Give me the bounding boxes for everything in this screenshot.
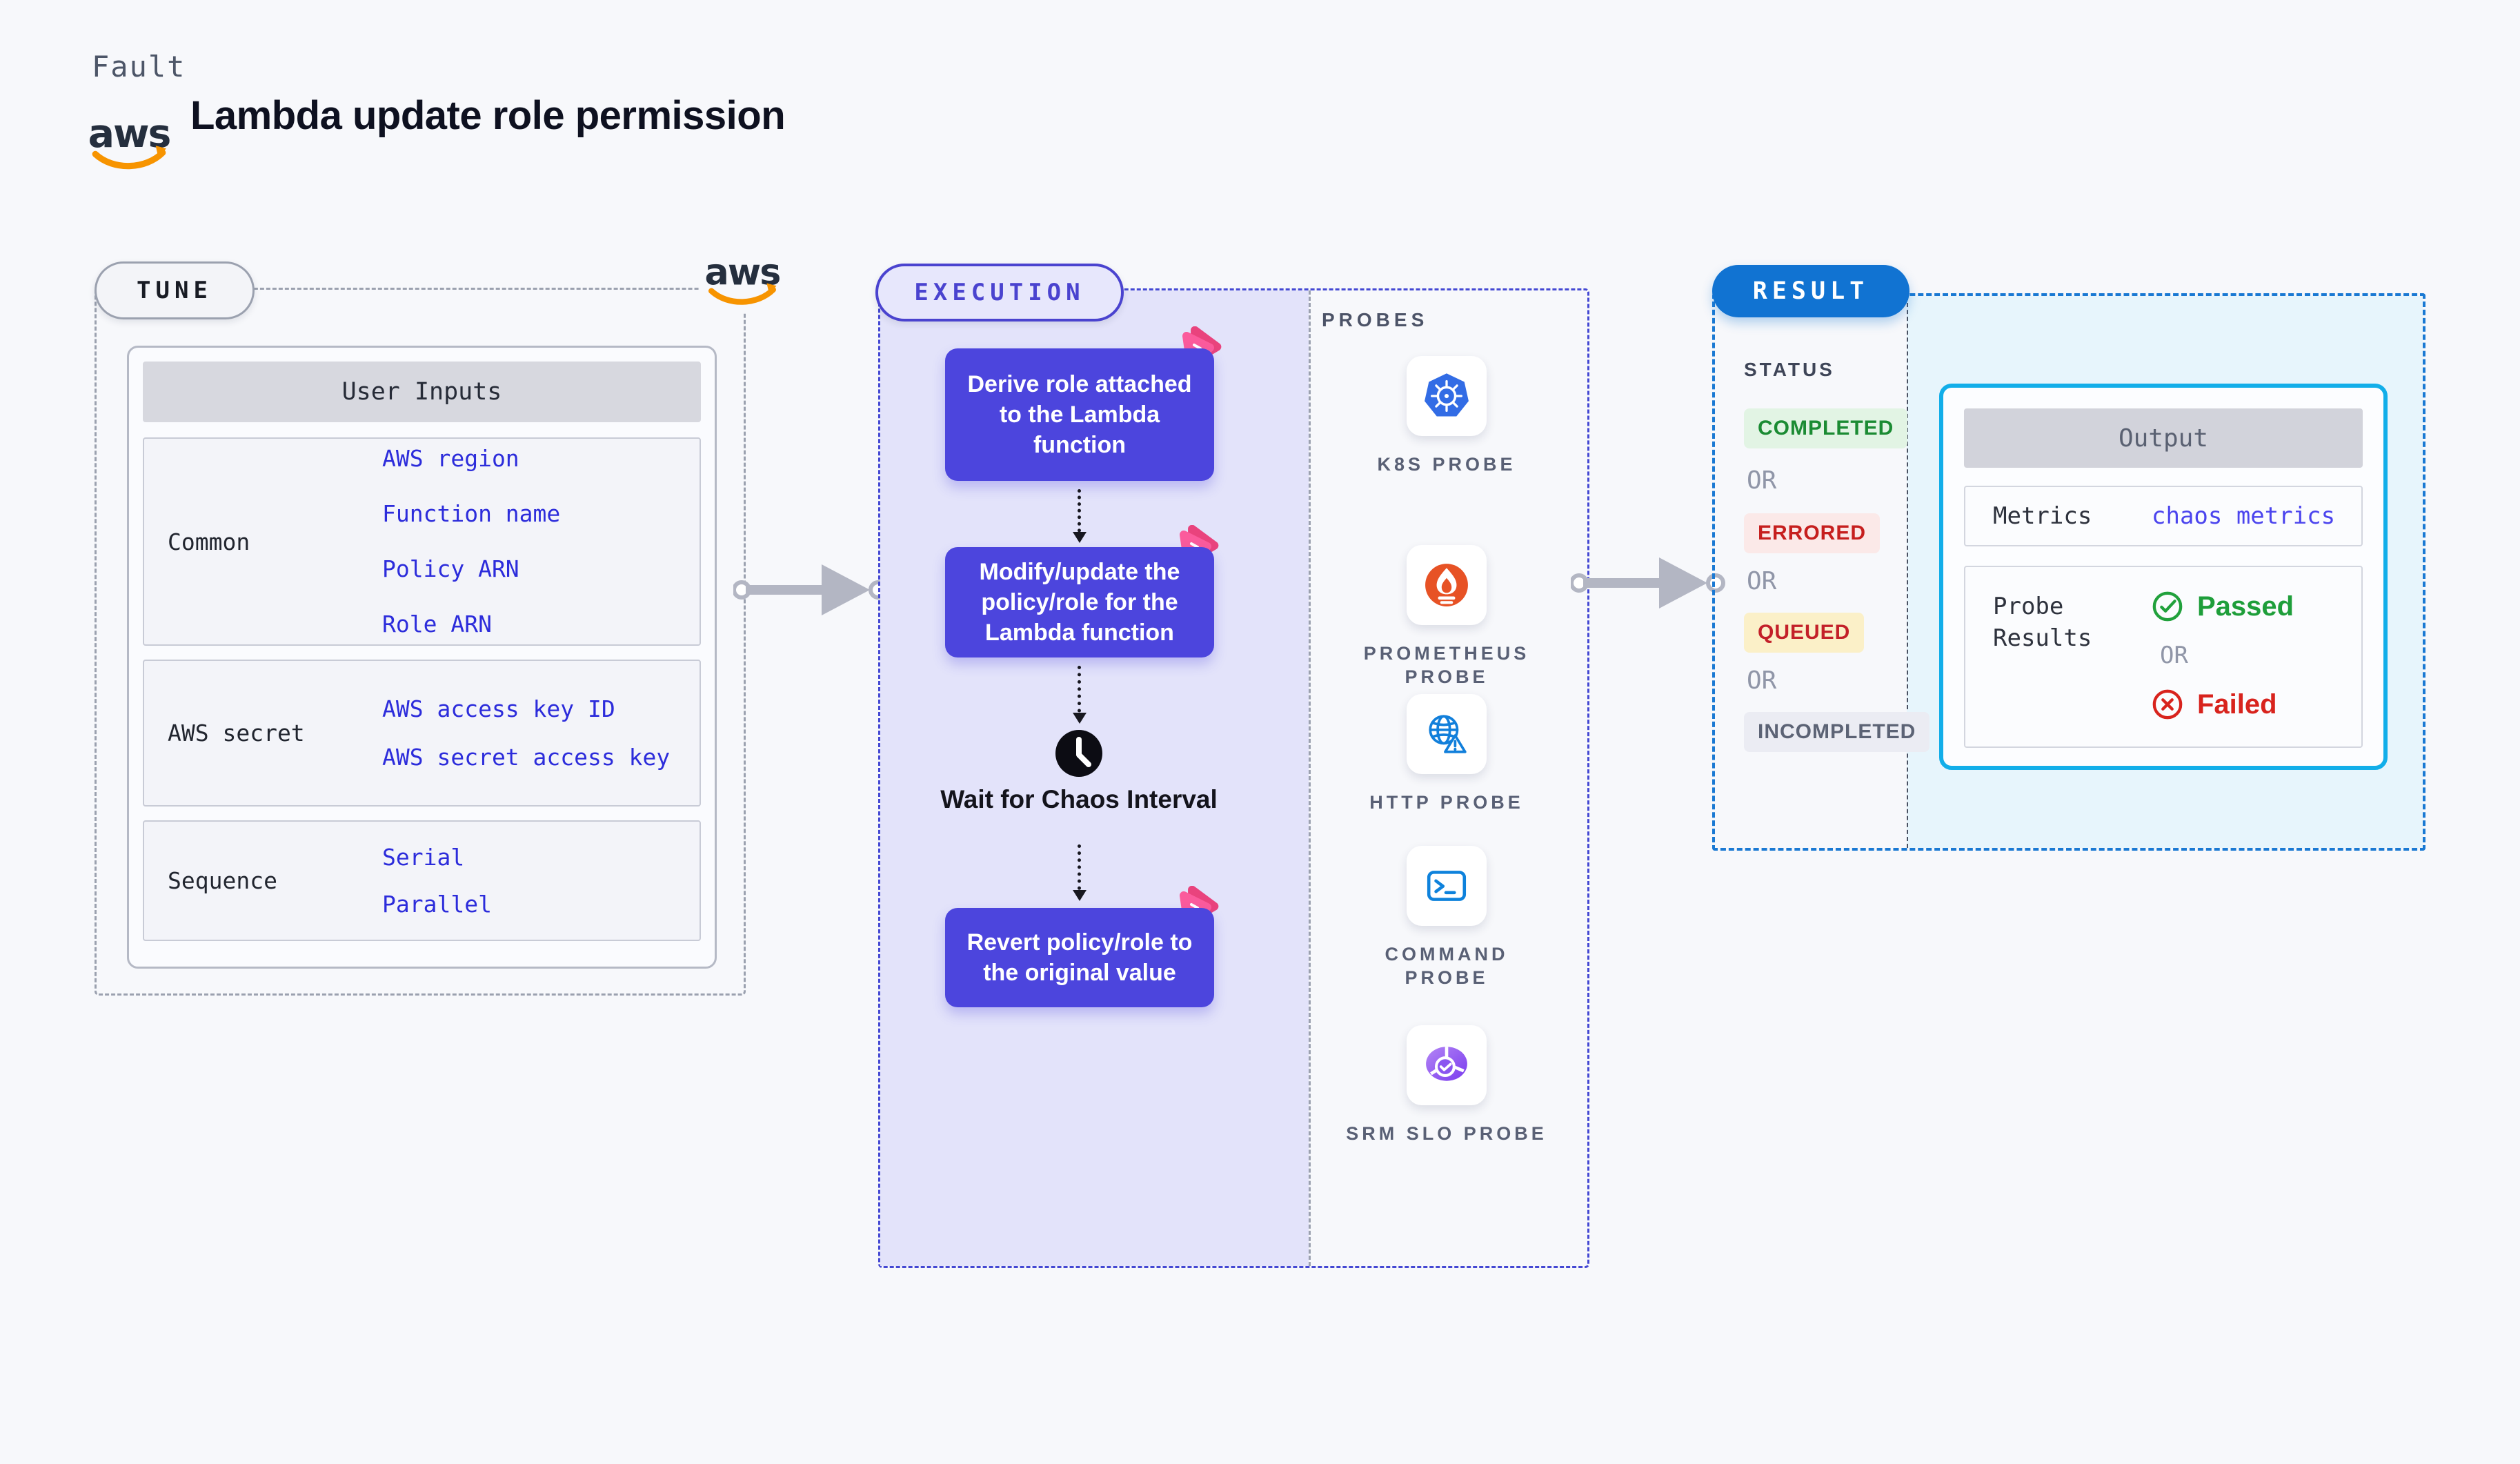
globe-warning-icon — [1429, 715, 1467, 753]
input-link-serial[interactable]: Serial — [382, 843, 465, 871]
passed-label: Passed — [2197, 591, 2294, 622]
or-label: OR — [1747, 666, 1777, 695]
probe-results-values: Passed OR Failed — [2152, 591, 2294, 746]
row-links: AWS access key ID AWS secret access key — [382, 661, 679, 805]
aws-logo-small: aws — [700, 244, 785, 312]
execution-pill: EXECUTION — [875, 264, 1124, 322]
row-links: Serial Parallel — [382, 822, 679, 940]
output-header: Output — [1964, 408, 2363, 468]
input-link-policy-arn[interactable]: Policy ARN — [382, 555, 519, 582]
down-arrow — [1073, 844, 1087, 901]
aws-smile — [92, 149, 166, 170]
probe-label: K8S PROBE — [1377, 454, 1516, 475]
probe-label: PROMETHEUS PROBE — [1363, 643, 1530, 687]
or-label: OR — [1747, 466, 1777, 495]
status-badge-incompleted: INCOMPLETED — [1744, 712, 1930, 752]
probe-card — [1407, 694, 1487, 774]
input-link-secret-access-key[interactable]: AWS secret access key — [382, 743, 671, 771]
aws-smile-arrow — [766, 283, 777, 295]
or-label: OR — [1747, 567, 1777, 595]
row-links: AWS region Function name Policy ARN Role… — [382, 439, 679, 644]
input-link-role-arn[interactable]: Role ARN — [382, 611, 492, 637]
clock-icon — [1055, 730, 1102, 777]
down-arrow — [1073, 489, 1087, 543]
step-derive-role: Derive role attached to the Lambda funct… — [945, 348, 1214, 481]
probe-results-label: Probe Results — [1993, 593, 2092, 652]
or-label: OR — [2160, 642, 2188, 669]
kubernetes-icon — [1425, 373, 1469, 417]
probe-label: HTTP PROBE — [1369, 792, 1524, 813]
result-pill: RESULT — [1712, 265, 1909, 317]
flow-arrow-tune-to-execution — [733, 564, 888, 615]
execution-probes-divider — [1309, 290, 1311, 1266]
table-row-aws-secret: AWS secret AWS access key ID AWS secret … — [143, 660, 701, 807]
output-card: Output Metrics chaos metrics Probe Resul… — [1939, 384, 2388, 770]
status-badge-completed: COMPLETED — [1744, 408, 1908, 448]
x-circle-icon — [2152, 689, 2183, 720]
status-heading: STATUS — [1744, 359, 1835, 380]
passed-line: Passed — [2152, 591, 2294, 622]
probe-card — [1407, 846, 1487, 926]
aws-smile-arrow — [155, 146, 166, 159]
input-link-access-key-id[interactable]: AWS access key ID — [382, 695, 615, 722]
table-row-sequence: Sequence Serial Parallel — [143, 820, 701, 941]
aws-smile — [708, 286, 776, 305]
failed-label: Failed — [2197, 689, 2277, 720]
status-badge-queued: QUEUED — [1744, 613, 1865, 653]
wait-for-chaos-label: Wait for Chaos Interval — [940, 785, 1218, 813]
probe-results-row: Probe Results Passed OR Failed — [1964, 566, 2363, 748]
user-inputs-header: User Inputs — [143, 362, 701, 422]
prometheus-icon — [1425, 564, 1468, 606]
terminal-icon — [1427, 871, 1467, 901]
flow-arrow-execution-to-result — [1571, 557, 1725, 609]
status-output-divider — [1907, 296, 1908, 848]
step-revert-policy: Revert policy/role to the original value — [945, 908, 1214, 1007]
down-arrow — [1073, 666, 1087, 724]
tune-pill: TUNE — [95, 261, 255, 319]
input-link-function-name[interactable]: Function name — [382, 500, 561, 527]
probe-prometheus: PROMETHEUS PROBE — [1291, 545, 1602, 689]
probe-card — [1407, 1025, 1487, 1105]
row-label: Sequence — [168, 867, 277, 894]
metrics-row: Metrics chaos metrics — [1964, 486, 2363, 546]
metrics-label: Metrics — [1993, 502, 2092, 530]
tune-section — [95, 288, 746, 996]
probe-label: SRM SLO PROBE — [1346, 1123, 1547, 1144]
probe-k8s: K8S PROBE — [1291, 356, 1602, 476]
probe-label: COMMAND PROBE — [1385, 944, 1509, 988]
user-inputs-table: User Inputs Common AWS region Function n… — [127, 346, 717, 969]
probe-srm-slo: SRM SLO PROBE — [1291, 1025, 1602, 1145]
table-row-common: Common AWS region Function name Policy A… — [143, 437, 701, 646]
probe-card — [1407, 356, 1487, 436]
row-label: Common — [168, 528, 250, 555]
probe-command: COMMAND PROBE — [1291, 846, 1602, 989]
aws-logo: aws — [88, 111, 171, 170]
input-link-aws-region[interactable]: AWS region — [382, 445, 519, 472]
probes-heading: PROBES — [1322, 309, 1429, 330]
fault-tag: Fault — [92, 50, 186, 83]
probe-http: HTTP PROBE — [1291, 694, 1602, 814]
status-badge-errored: ERRORED — [1744, 513, 1881, 553]
failed-line: Failed — [2152, 689, 2294, 720]
chaos-metrics-link[interactable]: chaos metrics — [2152, 502, 2336, 530]
check-circle-icon — [2152, 591, 2183, 622]
row-label: AWS secret — [168, 720, 305, 746]
slo-pie-icon — [1426, 1047, 1467, 1081]
step-modify-policy: Modify/update the policy/role for the La… — [945, 547, 1214, 657]
probe-card — [1407, 545, 1487, 625]
page-title: Lambda update role permission — [190, 93, 786, 138]
input-link-parallel[interactable]: Parallel — [382, 890, 492, 918]
